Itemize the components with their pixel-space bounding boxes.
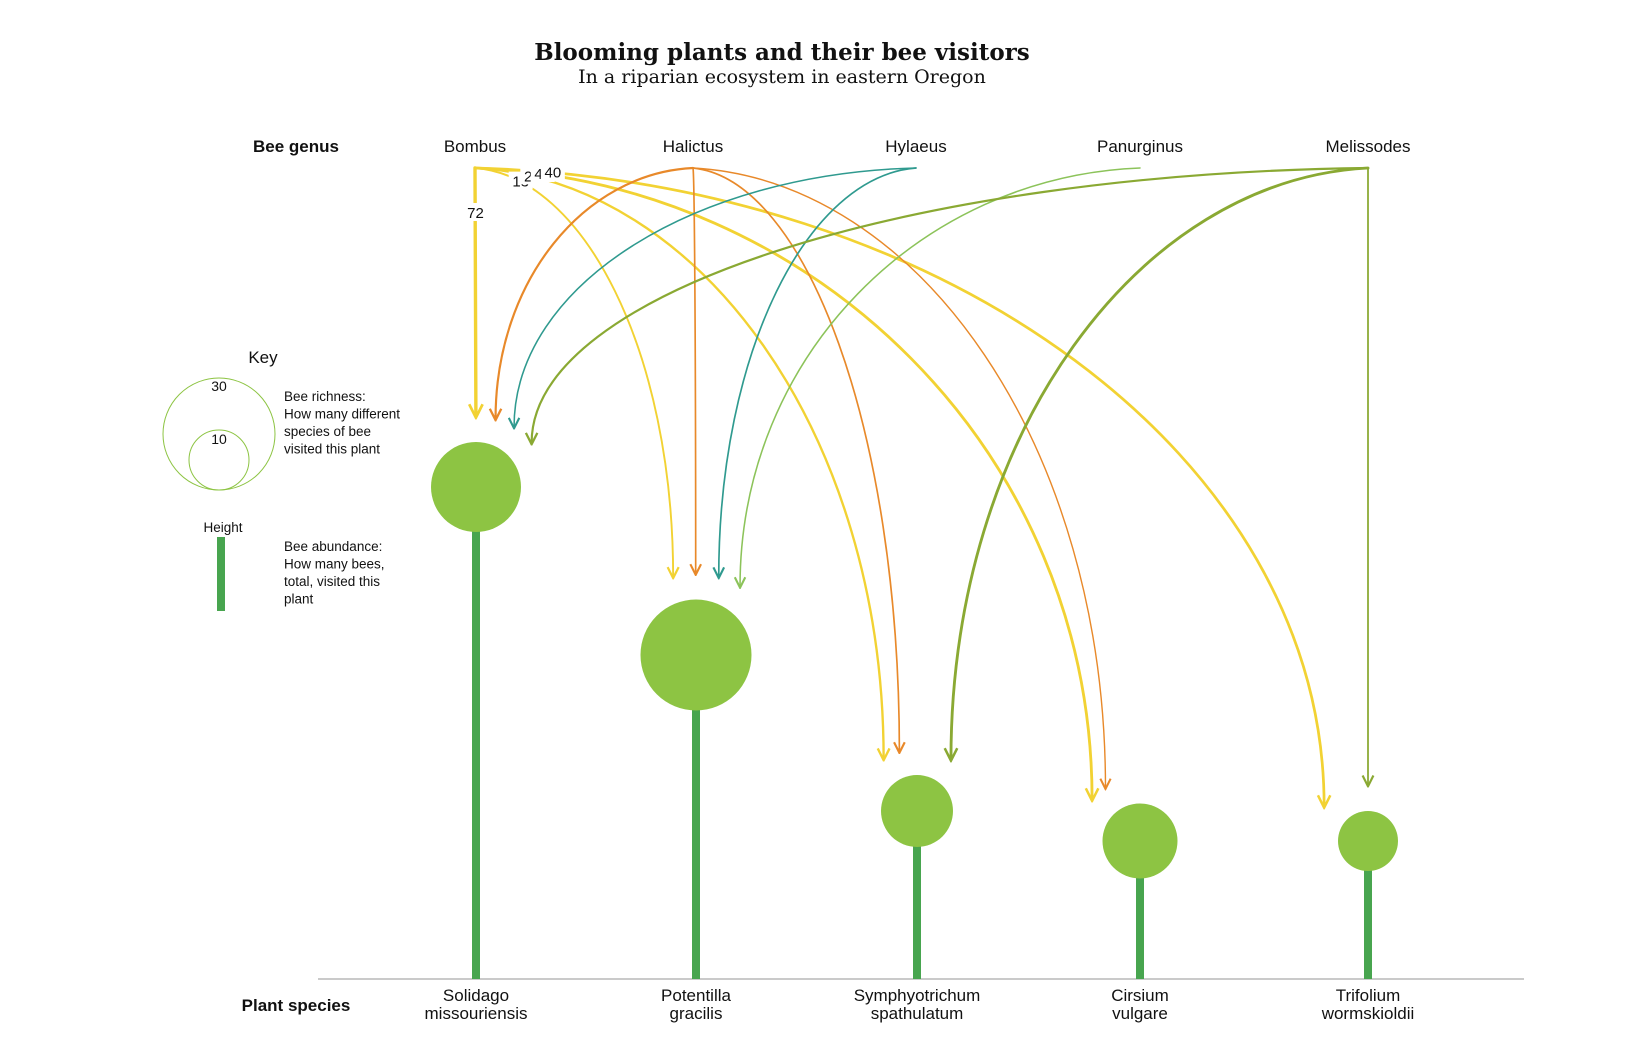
- key-title: Key: [248, 348, 278, 367]
- link-label-background: [463, 202, 488, 221]
- richness-key-line-3: species of bee: [284, 424, 371, 439]
- plant-bloom-cirsium-vulgare: [1102, 803, 1178, 879]
- richness-key-circle-small: [188, 429, 250, 491]
- abundance-key-line-1: Bee abundance:: [284, 539, 382, 554]
- abundance-key-line-2: How many bees,: [284, 557, 385, 572]
- genus-label-halictus: Halictus: [663, 137, 723, 156]
- richness-key-line-1: Bee richness:: [284, 389, 366, 404]
- plant-label-line: wormskioldii: [1321, 1004, 1415, 1023]
- richness-key-value-small: 10: [211, 431, 227, 447]
- link-bombus-to-plant-4: [473, 166, 1324, 806]
- genus-layer: Bombus Halictus Hylaeus Panurginus Melissode…: [444, 137, 1411, 156]
- plant-species-row-label: Plant species: [242, 996, 351, 1015]
- plant-label-line: Cirsium: [1111, 986, 1169, 1005]
- link-value-label-bombus-0: 72: [467, 205, 484, 222]
- richness-key-value-large: 30: [211, 378, 227, 394]
- link-bombus-to-plant-3: [473, 166, 1092, 799]
- link-halictus-to-plant-0: [496, 166, 695, 419]
- richness-key-text: Bee richness: How many different species…: [284, 389, 404, 457]
- plant-stem-potentilla-gracilis: [692, 655, 700, 979]
- link-panurginus-to-plant-1: [740, 167, 1141, 586]
- bee-genus-row-label: Bee genus: [253, 137, 339, 156]
- links-layer: [473, 166, 1370, 806]
- plant-bloom-trifolium-wormskioldii: [1338, 811, 1398, 871]
- plant-bloom-symphyotrichum-spathulatum: [881, 775, 953, 847]
- link-labels-layer: 7213264440: [463, 162, 565, 222]
- plant-bloom-potentilla-gracilis: [640, 599, 752, 711]
- richness-key-line-2: How many different: [284, 407, 400, 422]
- plant-label-line: Solidago: [443, 986, 509, 1005]
- plant-label-line: vulgare: [1112, 1004, 1168, 1023]
- plant-label-line: Potentilla: [661, 986, 731, 1005]
- chart-title: Blooming plants and their bee visitors: [534, 39, 1030, 66]
- plant-label-line: spathulatum: [871, 1004, 964, 1023]
- abundance-key-line-3: total, visited this: [284, 574, 380, 589]
- plant-stem-symphyotrichum-spathulatum: [913, 811, 921, 979]
- genus-label-melissodes: Melissodes: [1325, 137, 1410, 156]
- abundance-key-text: Bee abundance: How many bees, total, vis…: [284, 539, 388, 607]
- link-hylaeus-to-plant-1: [719, 167, 917, 577]
- link-halictus-to-plant-1: [693, 167, 696, 574]
- plant-label-line: Symphyotrichum: [854, 986, 981, 1005]
- genus-label-bombus: Bombus: [444, 137, 506, 156]
- chart-subtitle: In a riparian ecosystem in eastern Orego…: [578, 66, 986, 88]
- link-hylaeus-to-plant-0: [514, 167, 917, 427]
- link-label-background: [540, 162, 565, 181]
- plant-stem-cirsium-vulgare: [1136, 841, 1144, 979]
- plant-label-line: missouriensis: [425, 1004, 528, 1023]
- link-bombus-to-plant-0: [475, 166, 476, 416]
- plant-bloom-solidago-missouriensis: [431, 442, 521, 532]
- link-halictus-to-plant-3: [692, 167, 1105, 788]
- link-halictus-to-plant-2: [692, 167, 899, 752]
- link-melissodes-to-plant-2: [951, 166, 1370, 759]
- key-legend: Key 30 10 Bee richness: How many differe…: [162, 348, 404, 611]
- plant-label-line: gracilis: [670, 1004, 723, 1023]
- plant-stem-solidago-missouriensis: [472, 487, 480, 979]
- abundance-key-line-4: plant: [284, 592, 314, 607]
- plant-label-line: Trifolium: [1336, 986, 1401, 1005]
- link-bombus-to-plant-2: [473, 166, 884, 759]
- link-melissodes-to-plant-0: [532, 166, 1370, 443]
- genus-label-panurginus: Panurginus: [1097, 137, 1183, 156]
- genus-label-hylaeus: Hylaeus: [885, 137, 946, 156]
- richness-key-line-4: visited this plant: [284, 442, 380, 457]
- height-key-bar: [217, 537, 225, 611]
- height-key-title: Height: [203, 520, 242, 535]
- link-value-label-bombus-4: 40: [545, 165, 562, 182]
- plant-stem-trifolium-wormskioldii: [1364, 841, 1372, 979]
